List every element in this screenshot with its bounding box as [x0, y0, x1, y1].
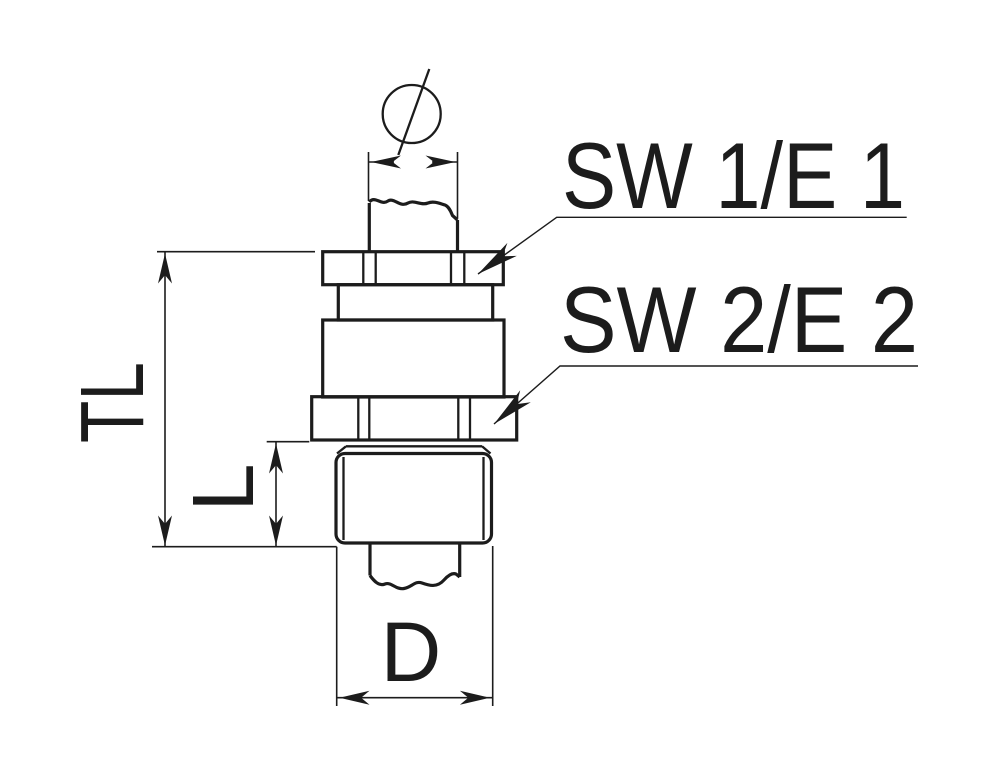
dimension-arrow-right [459, 690, 490, 705]
callout-sw2-leader-line [493, 365, 918, 425]
upper-cable-break-line [368, 198, 459, 222]
total-length-label: TL [63, 362, 163, 443]
neck-section [336, 283, 495, 322]
callout-sw2-label: SW 2/E 2 [560, 267, 918, 372]
callout-sw1: SW 1/E 1 [477, 123, 907, 275]
thread-section [334, 451, 494, 545]
dimension-cable-diameter [367, 68, 459, 218]
dimension-total-length: TL [63, 250, 337, 548]
diameter-symbol-slash [397, 68, 431, 156]
callout-sw2-arrowhead [494, 390, 531, 424]
dimension-thread-diameter: D [335, 546, 494, 706]
dimension-arrow-up [158, 253, 172, 284]
lower-cable-break-line [368, 572, 461, 591]
callout-sw1-leader-line [477, 216, 907, 275]
dimension-arrow-up [269, 443, 283, 474]
dimension-thread-length: L [175, 440, 310, 546]
thread-length-label: L [175, 463, 272, 511]
callout-sw1-arrowhead [478, 242, 517, 274]
diameter-symbol-icon [381, 68, 442, 156]
main-body [321, 318, 506, 399]
cable-gland-outline [310, 198, 519, 591]
callout-sw1-label: SW 1/E 1 [562, 123, 905, 228]
dimension-arrow-down [269, 515, 283, 546]
callout-sw2: SW 2/E 2 [493, 267, 918, 425]
hex-nut-sw1 [321, 250, 505, 287]
dimension-arrow-right [425, 155, 456, 169]
dimension-arrow-left [371, 155, 401, 169]
hex-nut-sw2 [310, 395, 519, 442]
thread-diameter-label: D [381, 605, 442, 699]
diameter-symbol-circle [381, 83, 442, 145]
thread-collar [336, 445, 492, 455]
dimension-arrow-down [158, 515, 172, 546]
dimension-arrow-left [339, 690, 370, 705]
